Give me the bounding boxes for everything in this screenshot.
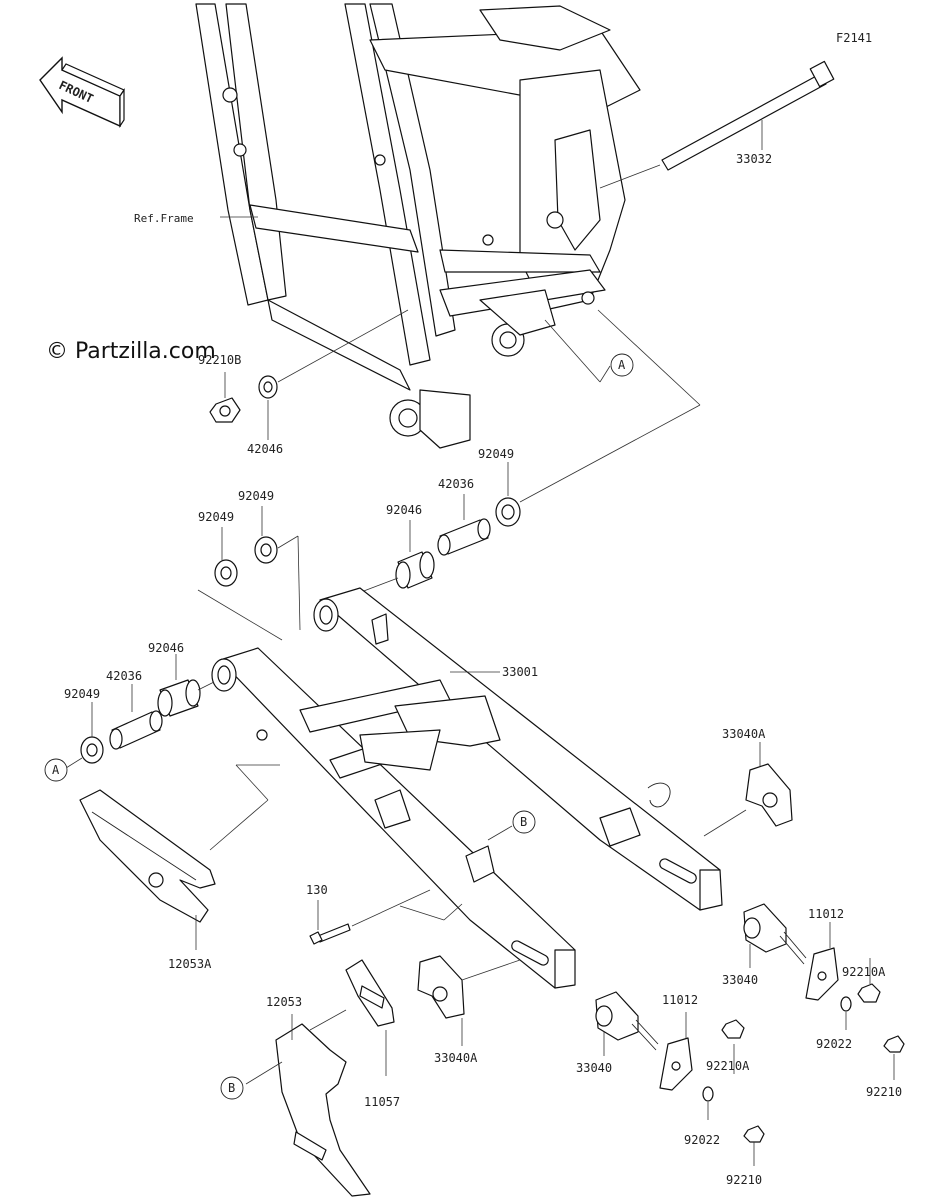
label-42046: 42046 [247,442,283,456]
label-33040-left: 33040 [576,1061,612,1075]
bearing-92046-left [157,654,215,717]
washer-92022-right [840,996,852,1030]
label-33032: 33032 [736,152,772,166]
callout-a-left: A [44,758,68,782]
nut-92210-left [743,1125,765,1166]
label-33040A-left: 33040A [434,1051,478,1065]
chain-slider-12053A [79,764,280,950]
label-11057: 11057 [364,1095,400,1109]
label-33040-right: 33040 [722,973,758,987]
callout-a-top: A [544,319,634,383]
bearing-92046-upper [339,520,435,601]
label-130: 130 [306,883,328,897]
washer-92022-left [702,1086,714,1120]
callout-a-left-label: A [52,763,60,777]
label-92022-right: 92022 [816,1037,852,1051]
adjuster-33040-left [595,991,659,1056]
label-11012-right: 11012 [808,907,844,921]
label-92046-upper: 92046 [386,503,422,517]
seal-92049-left [197,527,283,641]
nut-92210A-left [721,1019,745,1074]
label-92210-right: 92210 [866,1085,902,1099]
nut-92210B [209,372,241,423]
nut-92210A-right [857,958,881,1003]
plate-11012-left [659,1012,693,1091]
label-92022-left: 92022 [684,1133,720,1147]
seal-92049-far-left [65,702,104,769]
label-33001: 33001 [502,665,538,679]
callout-b-left-label: B [228,1081,235,1095]
label-33040A-right: 33040A [722,727,766,741]
collar-42036-upper [437,494,491,556]
label-92049-upper: 92049 [478,447,514,461]
adjuster-33040-right [743,903,807,968]
label-12053A: 12053A [168,957,212,971]
label-12053: 12053 [266,995,302,1009]
figure-code: F2141 [836,31,872,45]
label-42036-upper: 42036 [438,477,474,491]
label-92210B: 92210B [198,353,241,367]
callout-a-top-label: A [618,358,626,372]
pivot-shaft-33032 [599,60,835,189]
nut-92210-right [883,1035,905,1080]
washer-42046 [258,309,409,440]
bolt-130 [309,889,463,945]
adjuster-plate-33040A-right [703,742,793,837]
label-92049-left: 92049 [198,510,234,524]
label-92210-left: 92210 [726,1173,762,1187]
ref-frame-label: Ref.Frame [134,212,194,225]
label-11012-left: 11012 [662,993,698,1007]
clip-11057 [309,959,395,1076]
swingarm-33001 [211,587,723,989]
seal-92049-mid [254,506,301,631]
label-92210A-left: 92210A [706,1059,750,1073]
label-92049-mid: 92049 [238,489,274,503]
plate-11012-right [805,922,839,1001]
chain-cover-12053 [245,1014,371,1197]
seal-92049-upper [495,309,701,527]
watermark: © Partzilla.com [46,339,216,364]
label-92046-left: 92046 [148,641,184,655]
label-92210A-right: 92210A [842,965,886,979]
collar-42036-left [109,684,163,750]
adjuster-plate-33040A-left [417,955,521,1046]
callout-b-right-label: B [520,815,527,829]
front-arrow-icon: FRONT [39,56,125,128]
label-92049-far-left: 92049 [64,687,100,701]
frame-reference [195,3,641,449]
callout-b-right: B [465,810,536,883]
label-42036-left: 42036 [106,669,142,683]
callout-b-left: B [220,1076,244,1100]
